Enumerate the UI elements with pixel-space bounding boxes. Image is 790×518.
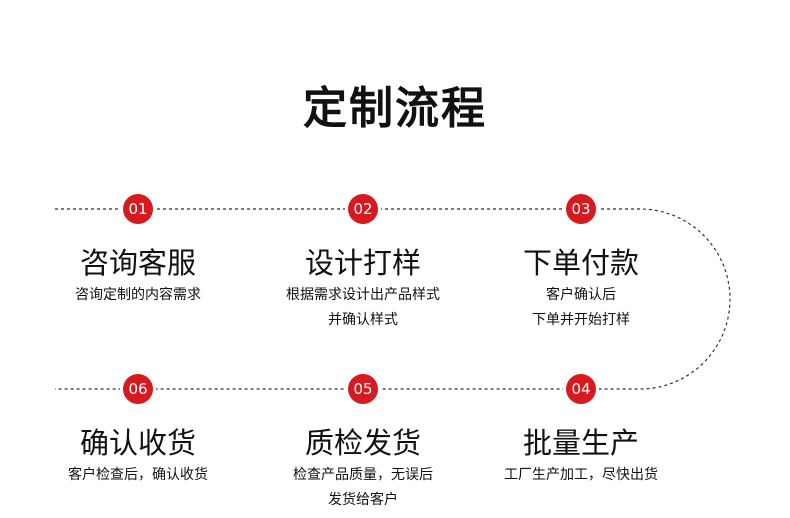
step-description: 客户检查后，确认收货 [18,463,258,488]
step-title: 确认收货 [79,426,196,460]
step-description-line: 根据需求设计出产品样式 [286,287,440,303]
page-title: 定制流程 [303,83,487,134]
step-title: 下单付款 [522,246,639,280]
step-description: 工厂生产加工，尽快出货 [461,463,701,488]
step-description: 根据需求设计出产品样式 并确认样式 [243,283,483,333]
step-number-badge: 01 [123,194,153,224]
step-description-line: 发货给客户 [328,492,398,508]
step-number-badge: 06 [123,374,153,404]
step-description-line: 检查产品质量，无误后 [293,467,433,483]
step-description: 咨询定制的内容需求 [18,283,258,308]
step-description-line: 咨询定制的内容需求 [75,287,201,303]
step-number-badge: 03 [566,194,596,224]
step-description-line: 并确认样式 [328,312,398,328]
step-title: 设计打样 [304,246,421,280]
step-title: 质检发货 [304,426,421,460]
step-description-line: 下单并开始打样 [532,312,630,328]
step-description-line: 工厂生产加工，尽快出货 [504,467,658,483]
step-number-badge: 02 [348,194,378,224]
step-description: 客户确认后 下单并开始打样 [461,283,701,333]
step-number-badge: 04 [566,374,596,404]
dashed-connector [55,208,731,390]
step-title: 批量生产 [522,426,639,460]
step-number-badge: 05 [348,374,378,404]
step-description-line: 客户检查后，确认收货 [68,467,208,483]
step-description: 检查产品质量，无误后 发货给客户 [243,463,483,513]
step-title: 咨询客服 [79,246,196,280]
step-description-line: 客户确认后 [546,287,616,303]
